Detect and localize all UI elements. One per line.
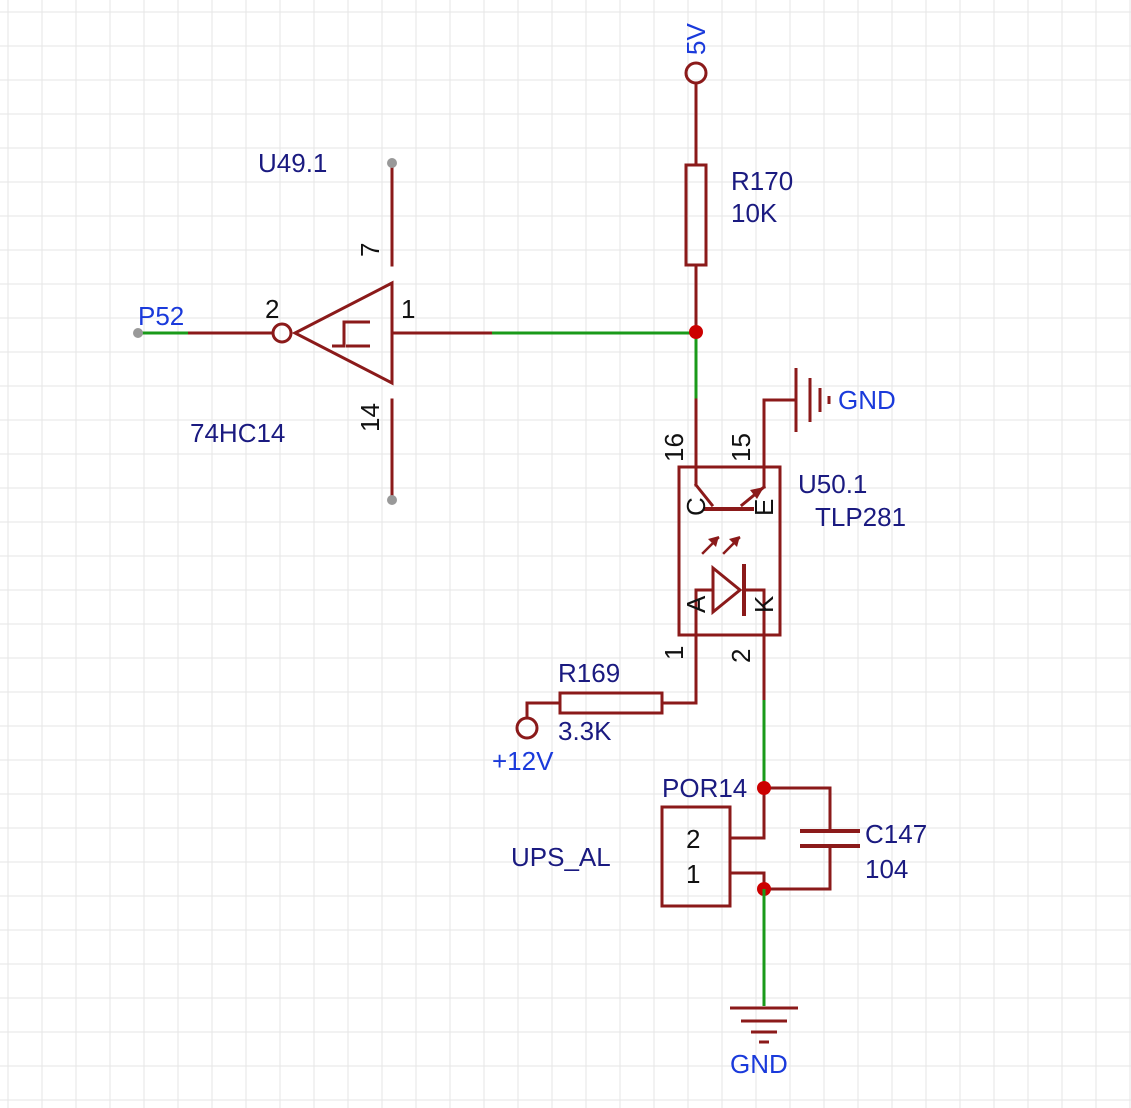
u50-pin-letter-e: E <box>749 499 779 516</box>
u50-pin-letter-a: A <box>681 595 711 613</box>
r169-ref: R169 <box>558 658 620 688</box>
r170-value: 10K <box>731 198 778 228</box>
u49-pin7-end <box>387 158 397 168</box>
u49-pin7-number: 7 <box>355 243 385 257</box>
r169-resistor[interactable] <box>525 691 698 720</box>
gnd-symbol-bottom[interactable] <box>730 1006 798 1044</box>
por14-pin1-number: 1 <box>686 859 700 889</box>
output-net-wire[interactable] <box>492 331 698 400</box>
u49-ref: U49.1 <box>258 148 327 178</box>
vcc-5v-symbol[interactable] <box>684 61 708 167</box>
r170-ref: R170 <box>731 166 793 196</box>
u50-ref: U50.1 <box>798 469 867 499</box>
u50-pin15-number: 15 <box>726 433 756 462</box>
c147-capacitor[interactable] <box>762 786 860 891</box>
u49-value: 74HC14 <box>190 418 285 448</box>
u50-pin-letter-k: K <box>749 595 779 613</box>
c147-ref: C147 <box>865 819 927 849</box>
u50-optocoupler[interactable] <box>677 398 782 702</box>
u49-inverter[interactable] <box>186 161 494 502</box>
u50-pin1-number: 1 <box>659 646 689 660</box>
net-label-gnd-top: GND <box>838 385 896 415</box>
por14-value: UPS_AL <box>511 842 611 872</box>
u49-pin14-number: 14 <box>355 403 385 432</box>
net-label-12v: +12V <box>492 746 554 776</box>
gnd-symbol-top[interactable] <box>762 368 831 432</box>
junction-output <box>689 325 703 339</box>
u50-value: TLP281 <box>815 502 906 532</box>
r169-value: 3.3K <box>558 716 612 746</box>
vcc-12v-symbol[interactable] <box>515 716 539 740</box>
u49-pin1-number: 1 <box>401 294 415 324</box>
net-label-gnd-bottom: GND <box>730 1049 788 1079</box>
u50-pin-letter-c: C <box>681 497 711 516</box>
u49-pin14-end <box>387 495 397 505</box>
por14-connector[interactable] <box>660 805 732 908</box>
por14-pin2-number: 2 <box>686 824 700 854</box>
p52-net-wire[interactable] <box>133 328 188 338</box>
por14-ref: POR14 <box>662 773 747 803</box>
net-label-p52: P52 <box>138 301 184 331</box>
u50-pin2-number: 2 <box>726 649 756 663</box>
c147-value: 104 <box>865 854 908 884</box>
u49-pin2-number: 2 <box>265 294 279 324</box>
u50-pin16-number: 16 <box>659 433 689 462</box>
por14-pin2-wire[interactable] <box>728 786 766 840</box>
net-label-5v: 5V <box>681 23 711 55</box>
junction-c147-top <box>757 781 771 795</box>
r170-resistor[interactable] <box>684 163 708 334</box>
